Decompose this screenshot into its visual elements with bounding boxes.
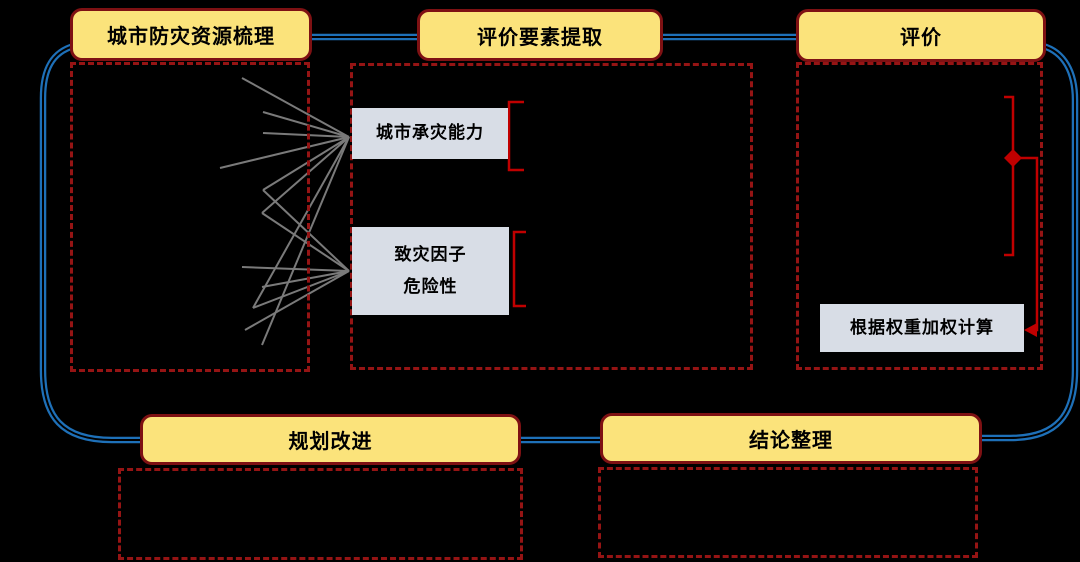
diamond-node <box>1004 149 1022 167</box>
bracket-evaluation <box>1004 95 1015 257</box>
weighting-arrowhead-icon <box>1024 323 1037 337</box>
factor-hazard-label-line2: 危险性 <box>403 277 458 296</box>
stage-evaluation-label: 评价 <box>900 27 942 49</box>
factor-capacity-label: 城市承灾能力 <box>376 123 484 143</box>
factor-capacity-box: 城市承灾能力 <box>352 108 508 159</box>
improvement-container <box>118 468 523 560</box>
blue-flow-loop <box>39 33 1079 444</box>
stage-extraction-label: 评价要素提取 <box>477 26 603 49</box>
bracket-capacity <box>507 100 524 172</box>
stage-improvement: 规划改进 <box>140 414 521 465</box>
factor-weighting-label: 根据权重加权计算 <box>850 317 994 337</box>
fan-lines <box>219 77 350 346</box>
stage-conclusion: 结论整理 <box>600 413 982 464</box>
stage-conclusion-label: 结论整理 <box>749 430 833 452</box>
evaluation-container <box>796 62 1043 370</box>
factor-weighting-box: 根据权重加权计算 <box>820 304 1024 352</box>
stage-extraction: 评价要素提取 <box>417 9 663 61</box>
factor-hazard-box: 致灾因子 危险性 <box>352 227 509 315</box>
resources-container <box>70 62 310 372</box>
factor-hazard-label-line1: 致灾因子 <box>394 244 467 264</box>
bracket-hazard <box>512 230 526 308</box>
stage-improvement-label: 规划改进 <box>288 431 373 453</box>
conclusion-container <box>598 467 978 558</box>
stage-resources-label: 城市防灾资源梳理 <box>107 26 275 48</box>
extraction-container <box>350 63 753 370</box>
stage-resources: 城市防灾资源梳理 <box>70 8 312 61</box>
stage-evaluation: 评价 <box>796 9 1046 62</box>
